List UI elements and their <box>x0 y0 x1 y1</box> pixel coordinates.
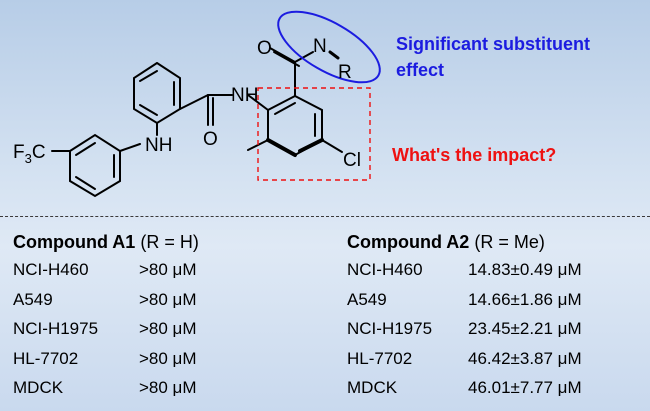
table-row: NCI-H1975>80 μM <box>13 319 197 338</box>
nh-label-2: NH <box>231 85 258 106</box>
cf3-label: F3C <box>13 142 46 166</box>
substituent-annotation-line2: effect <box>396 60 445 80</box>
amide-n-label: N <box>313 36 327 57</box>
compound-a1-title: Compound A1 (R = H) <box>13 232 199 252</box>
dashed-separator <box>0 216 650 217</box>
highlight-ellipse <box>277 10 381 84</box>
chemical-structure: F3C NH NH O O N R Cl <box>13 10 381 198</box>
r-group-label: R <box>338 62 352 83</box>
table-row: HL-7702>80 μM <box>13 348 197 368</box>
table-row: NCI-H460>80 μM <box>13 260 197 279</box>
carbonyl-o-label-2: O <box>257 38 272 59</box>
table-row: MDCK>80 μM <box>13 378 197 397</box>
substituent-annotation-line1: Significant substituent <box>396 34 591 54</box>
compound-a2-title: Compound A2 (R = Me) <box>347 232 545 252</box>
table-row: A549>80 μM <box>13 289 197 309</box>
chloro-label: Cl <box>343 150 361 171</box>
substituent-annotation: Significant substituent effect <box>396 31 646 83</box>
impact-annotation: What's the impact? <box>392 145 557 165</box>
highlight-dashed-box <box>257 87 371 181</box>
carbonyl-o-label-1: O <box>203 129 218 150</box>
structure-bonds <box>51 47 343 198</box>
nh-label-1: NH <box>145 135 172 156</box>
compound-a1-panel: Compound A1 (R = H) NCI-H460>80 μM A549>… <box>13 232 313 408</box>
